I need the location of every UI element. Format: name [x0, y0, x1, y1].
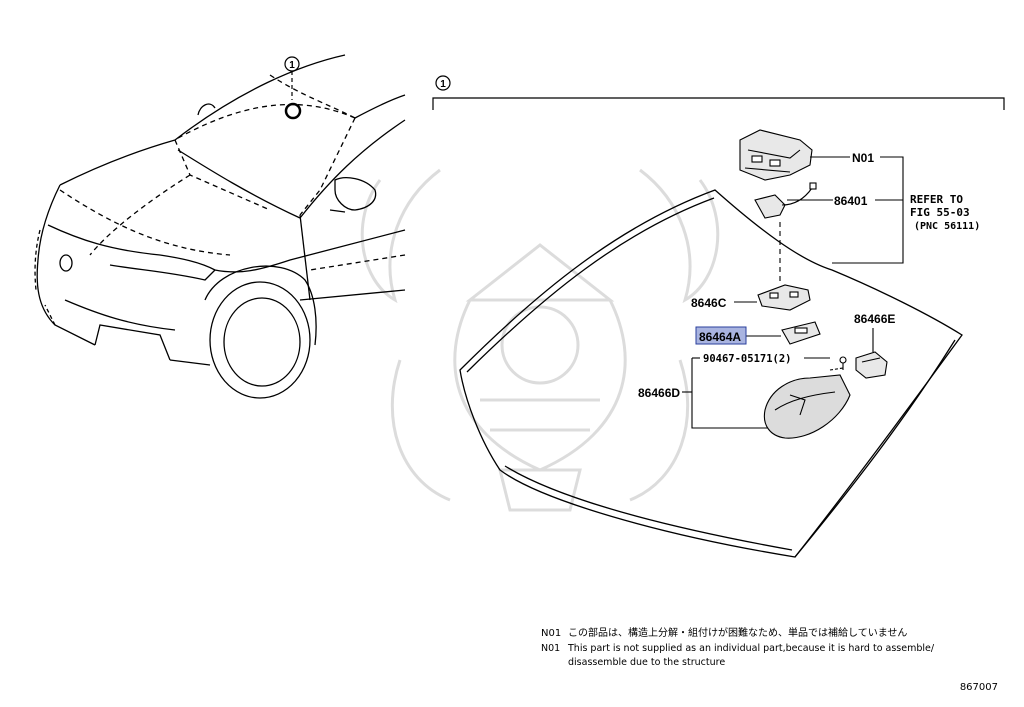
note-text-en-cont: disassemble due to the structure [568, 657, 725, 668]
label-refer-to: REFER TO [910, 193, 963, 206]
note-text-en: This part is not supplied as an individu… [567, 643, 935, 654]
label-bolt-90467: 90467-05171(2) [703, 353, 792, 365]
note-text-ja: この部品は、構造上分解・組付けが困難なため、単品では補給していません [568, 626, 907, 639]
callout-number-bracket: 1 [440, 79, 446, 90]
part-86466e-clip [855, 351, 888, 379]
assembly-bracket [432, 75, 1005, 110]
label-86466e: 86466E [854, 312, 895, 326]
location-ring-icon [284, 102, 302, 120]
watermark-emblem [360, 168, 720, 512]
label-refer-pnc: (PNC 56111) [914, 221, 980, 232]
callout-marker-car: 1 [284, 56, 302, 120]
part-n01-bracket [739, 129, 813, 181]
figure-number: 867007 [960, 682, 998, 693]
label-86401: 86401 [834, 194, 868, 208]
part-8646c-bracket [757, 284, 811, 311]
part-86401-sensor [754, 182, 817, 219]
car-sketch [34, 54, 406, 399]
label-86466d: 86466D [638, 386, 680, 400]
highlight-86464a-box[interactable] [695, 326, 747, 345]
part-90467-bolt [829, 356, 847, 371]
note-code-en: N01 [541, 643, 560, 654]
note-code-ja: N01 [541, 628, 561, 639]
label-8646c: 8646C [691, 296, 727, 310]
label-refer-fig: FIG 55-03 [910, 206, 970, 219]
label-n01: N01 [852, 151, 874, 165]
leader-lines [682, 156, 904, 429]
label-86464a[interactable]: 86464A [699, 330, 741, 344]
part-86466d-cover [763, 374, 851, 439]
callout-number-car: 1 [289, 60, 295, 71]
windshield-glass [459, 189, 963, 558]
part-86464a-bracket [781, 321, 821, 345]
